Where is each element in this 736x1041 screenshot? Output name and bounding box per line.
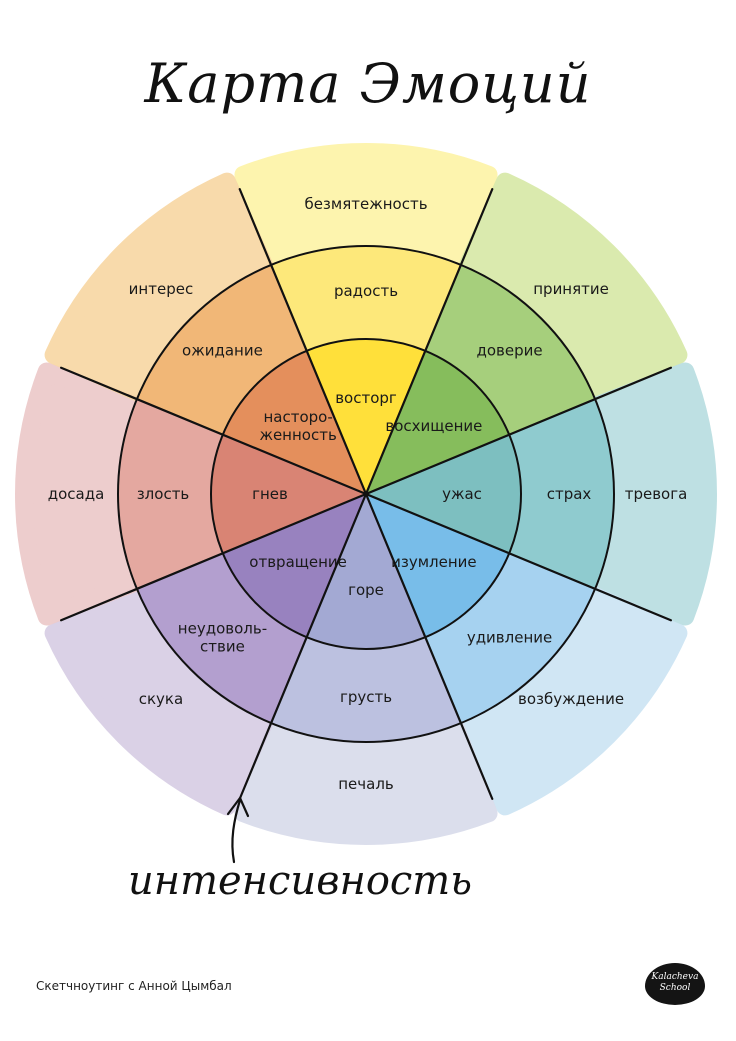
sector-inner-red [211, 434, 366, 554]
middle-ring [117, 245, 615, 743]
page-title: Карта Эмоций [144, 52, 592, 115]
school-logo: Kalacheva School [645, 963, 705, 1005]
sector-middle-green [425, 264, 596, 435]
label-inner-blue: изумление [391, 553, 477, 571]
logo-line-1: Kalacheva [651, 972, 699, 982]
sector-middle-red [117, 399, 223, 589]
label-inner-lavender: горе [348, 581, 384, 599]
label-outer-orange: интерес [129, 280, 194, 298]
sector-inner-orange [222, 350, 366, 494]
logo-line-2: School [659, 983, 691, 993]
label-inner-red: гнев [252, 485, 288, 503]
label-middle-purple: неудоволь-ствие [178, 620, 267, 656]
spoke [238, 188, 368, 496]
label-inner-orange: насторо-женность [259, 408, 336, 444]
wheel-spokes [60, 188, 672, 800]
spoke [364, 492, 672, 622]
inner-ring [210, 338, 522, 650]
label-outer-blue: возбуждение [518, 690, 624, 708]
sector-inner-blue [366, 494, 510, 638]
label-outer-purple: скука [139, 690, 183, 708]
sector-middle-teal [509, 399, 614, 589]
label-middle-red: злость [137, 485, 190, 503]
label-inner-teal: ужас [442, 485, 482, 503]
label-middle-yellow: радость [334, 282, 398, 300]
sector-inner-lavender [306, 494, 426, 649]
sector-inner-teal [366, 434, 521, 554]
sector-middle-blue [425, 553, 596, 724]
spoke [60, 366, 368, 496]
sector-inner-green [366, 350, 510, 494]
spoke [238, 492, 368, 800]
wheel-sectors [117, 245, 614, 742]
label-middle-green: доверие [476, 341, 542, 359]
sector-middle-lavender [271, 637, 461, 742]
sector-middle-purple [136, 553, 307, 724]
arrow-shaft [231, 798, 242, 864]
label-middle-teal: страх [547, 485, 592, 503]
arrow-head-icon [226, 796, 250, 818]
label-inner-purple: отвращение [249, 553, 347, 571]
intensity-arrow [226, 796, 250, 864]
label-outer-green: принятие [533, 280, 609, 298]
sector-middle-orange [136, 264, 307, 435]
label-middle-lavender: грусть [340, 688, 392, 706]
spoke [364, 366, 672, 496]
spoke [364, 492, 494, 800]
label-inner-yellow: восторг [335, 389, 397, 407]
credit-text: Скетчноутинг с Анной Цымбал [36, 979, 232, 993]
label-outer-lavender: печаль [338, 775, 394, 793]
label-middle-blue: удивление [467, 629, 552, 647]
sector-middle-yellow [271, 245, 461, 351]
wheel-labels: восторг радость безмятежность восхищение дов… [48, 195, 688, 793]
label-outer-red: досада [48, 485, 105, 503]
label-outer-teal: тревога [625, 485, 688, 503]
sector-inner-purple [222, 494, 366, 638]
sector-inner-yellow [306, 339, 426, 494]
spoke [60, 492, 368, 622]
label-outer-yellow: безмятежность [304, 195, 427, 213]
spoke [364, 188, 494, 496]
wheel-rings [117, 245, 615, 743]
intensity-label: интенсивность [127, 858, 473, 904]
label-inner-green: восхищение [385, 417, 482, 435]
label-middle-orange: ожидание [182, 341, 263, 359]
